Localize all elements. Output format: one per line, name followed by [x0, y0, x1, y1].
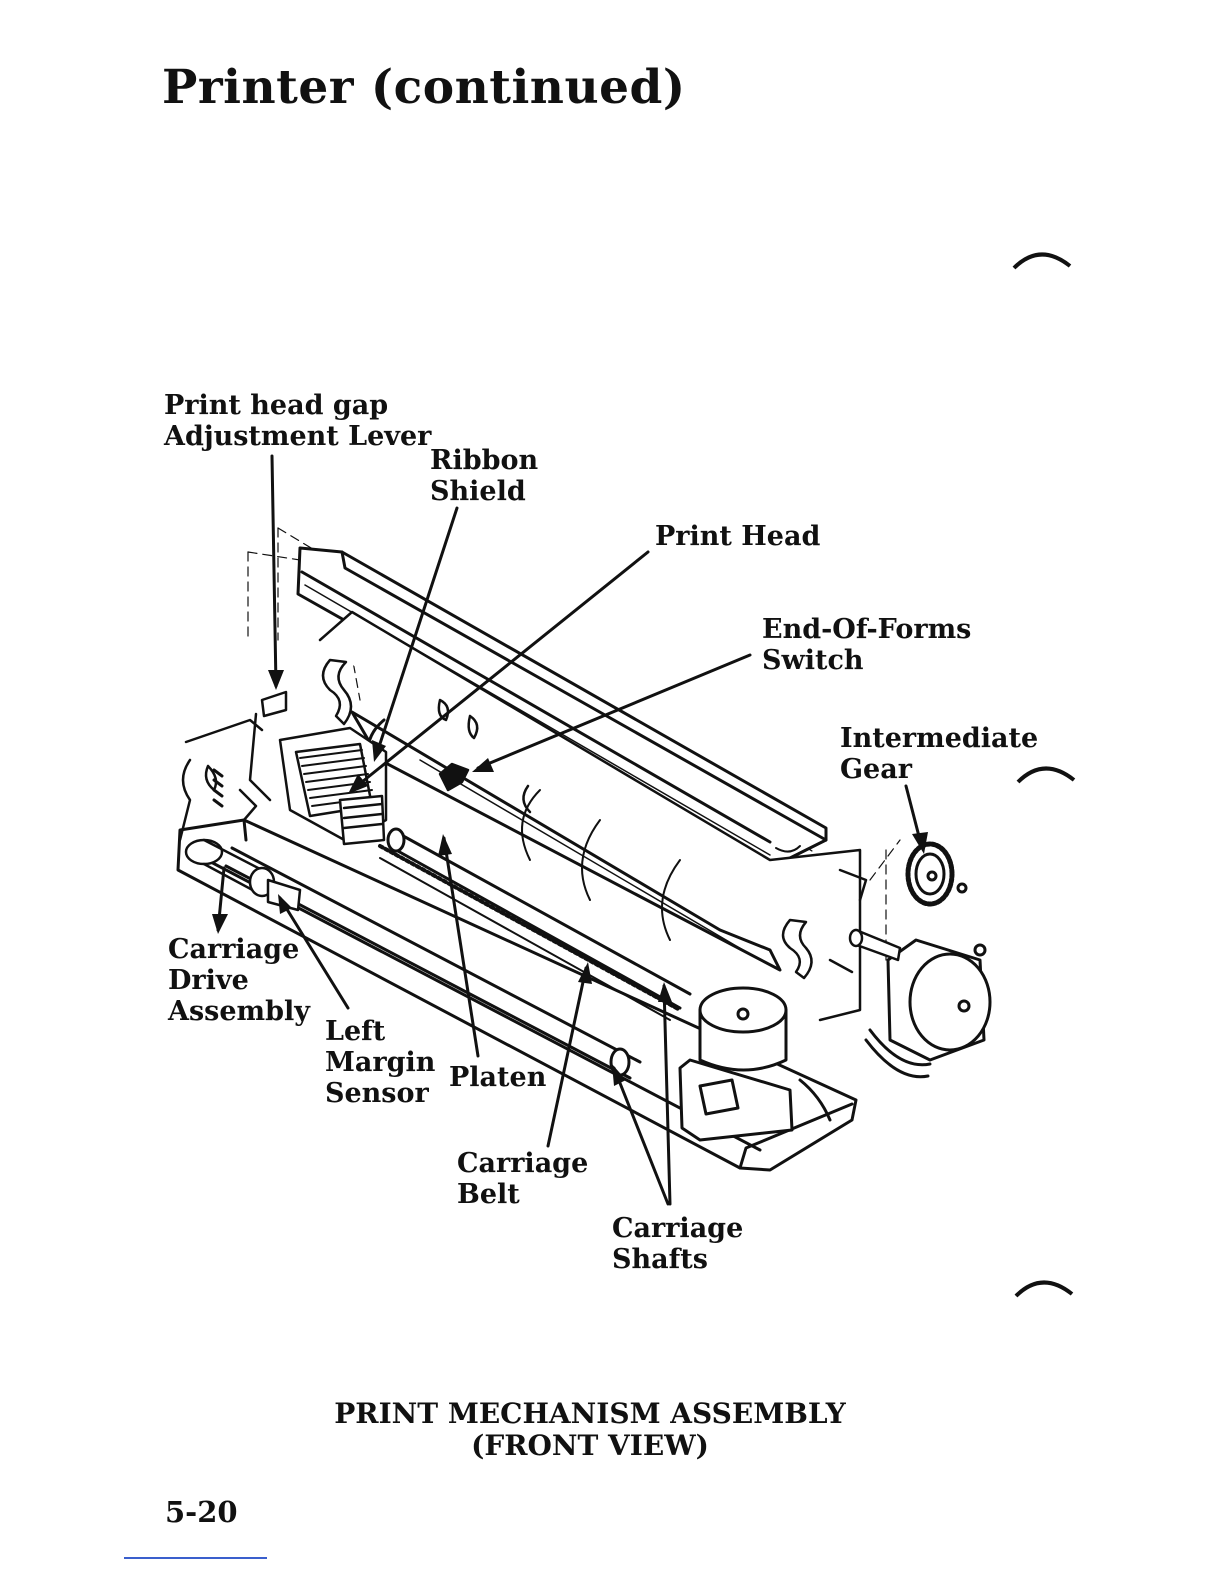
- intermediate-gear-part: [908, 844, 966, 904]
- callout-line: Shield: [430, 476, 538, 507]
- callout-end-of-forms-switch: End-Of-Forms Switch: [762, 614, 971, 676]
- callout-line: Print head gap: [164, 390, 431, 421]
- callout-line: Ribbon: [430, 445, 538, 476]
- figure-caption: PRINT MECHANISM ASSEMBLY (FRONT VIEW): [240, 1398, 940, 1462]
- callout-intermediate-gear: Intermediate Gear: [840, 723, 1038, 785]
- callout-line: Switch: [762, 645, 971, 676]
- callout-print-head-gap-lever: Print head gap Adjustment Lever: [164, 390, 431, 452]
- callout-line: Margin: [325, 1047, 435, 1078]
- callout-line: Gear: [840, 754, 1038, 785]
- figure-caption-line-1: PRINT MECHANISM ASSEMBLY: [240, 1398, 940, 1430]
- bottom-rule: [124, 1557, 267, 1559]
- callout-carriage-drive-assembly: Carriage Drive Assembly: [168, 934, 310, 1027]
- callout-print-head: Print Head: [655, 521, 820, 552]
- figure-caption-line-2: (FRONT VIEW): [240, 1430, 940, 1462]
- side-motor: [866, 940, 990, 1077]
- callout-ribbon-shield: Ribbon Shield: [430, 445, 538, 507]
- page-number: 5-20: [165, 1495, 238, 1529]
- print-head-part: [280, 728, 386, 844]
- callout-line: Shafts: [612, 1244, 743, 1275]
- callout-carriage-shafts: Carriage Shafts: [612, 1213, 743, 1275]
- callout-left-margin-sensor: Left Margin Sensor: [325, 1016, 435, 1109]
- callout-line: Carriage: [612, 1213, 743, 1244]
- callout-line: Carriage: [457, 1148, 588, 1179]
- callout-line: Sensor: [325, 1078, 435, 1109]
- callout-line: End-Of-Forms: [762, 614, 971, 645]
- callout-carriage-belt: Carriage Belt: [457, 1148, 588, 1210]
- callout-line: Assembly: [168, 996, 310, 1027]
- callout-line: Drive: [168, 965, 310, 996]
- callout-platen: Platen: [449, 1062, 546, 1093]
- callout-line: Left: [325, 1016, 435, 1047]
- callout-line: Platen: [449, 1062, 546, 1093]
- callout-line: Print Head: [655, 521, 820, 552]
- callout-line: Carriage: [168, 934, 310, 965]
- callout-line: Intermediate: [840, 723, 1038, 754]
- callout-line: Adjustment Lever: [164, 421, 431, 452]
- left-side-frame: [180, 692, 286, 840]
- callout-line: Belt: [457, 1179, 588, 1210]
